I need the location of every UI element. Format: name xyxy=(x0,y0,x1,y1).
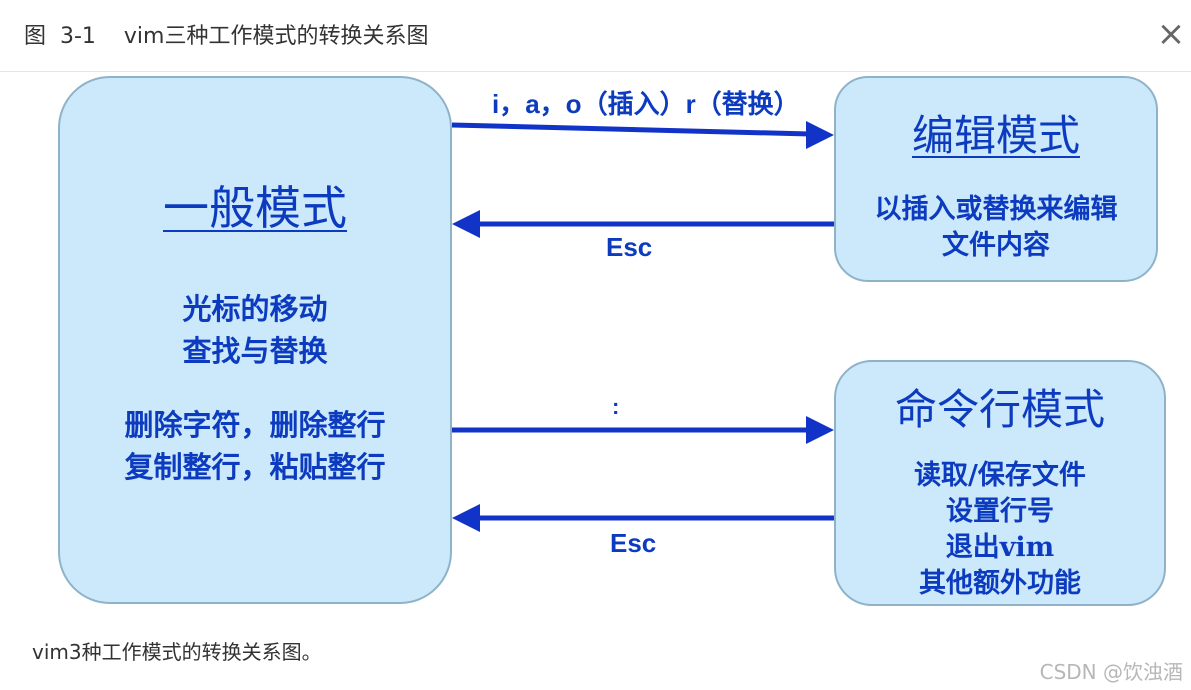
command-mode-box: 命令行模式 读取/保存文件 设置行号 退出vim 其他额外功能 xyxy=(834,360,1166,606)
arrow-from-command-mode-head xyxy=(452,504,480,532)
command-mode-title: 命令行模式 xyxy=(894,385,1105,434)
arrow-to-edit-mode xyxy=(451,122,811,137)
figure-caption: vim3种工作模式的转换关系图。 xyxy=(32,640,322,664)
normal-mode-functions-2: 删除字符，删除整行 复制整行，粘贴整行 xyxy=(124,408,386,484)
command-mode-functions: 读取/保存文件 设置行号 退出vim 其他额外功能 xyxy=(914,460,1086,599)
dialog-header: 图 3-1 vim三种工作模式的转换关系图 × xyxy=(0,0,1191,72)
arrow-to-edit-mode-head xyxy=(806,121,834,149)
arrow-label-esc-edit: Esc xyxy=(606,232,653,262)
arrow-label-colon: : xyxy=(612,394,620,419)
edit-mode-title: 编辑模式 xyxy=(911,111,1080,160)
edit-mode-box: 编辑模式 以插入或替换来编辑 文件内容 xyxy=(834,76,1158,282)
arrow-to-command-mode-head xyxy=(806,416,834,444)
arrow-label-insert-replace: i，a，o（插入）r（替换） xyxy=(492,89,800,119)
watermark: CSDN @饮浊酒 xyxy=(1039,660,1183,684)
figure-title: 图 3-1 vim三种工作模式的转换关系图 xyxy=(24,24,429,49)
close-icon[interactable]: × xyxy=(1156,14,1186,54)
arrow-label-esc-command: Esc xyxy=(610,528,657,558)
normal-mode-box: 一般模式 光标的移动 查找与替换 删除字符，删除整行 复制整行，粘贴整行 xyxy=(58,76,452,604)
arrow-from-edit-mode-head xyxy=(452,210,480,238)
normal-mode-functions-1: 光标的移动 查找与替换 xyxy=(182,292,328,368)
edit-mode-functions: 以插入或替换来编辑 文件内容 xyxy=(874,194,1118,261)
normal-mode-title: 一般模式 xyxy=(163,181,347,235)
